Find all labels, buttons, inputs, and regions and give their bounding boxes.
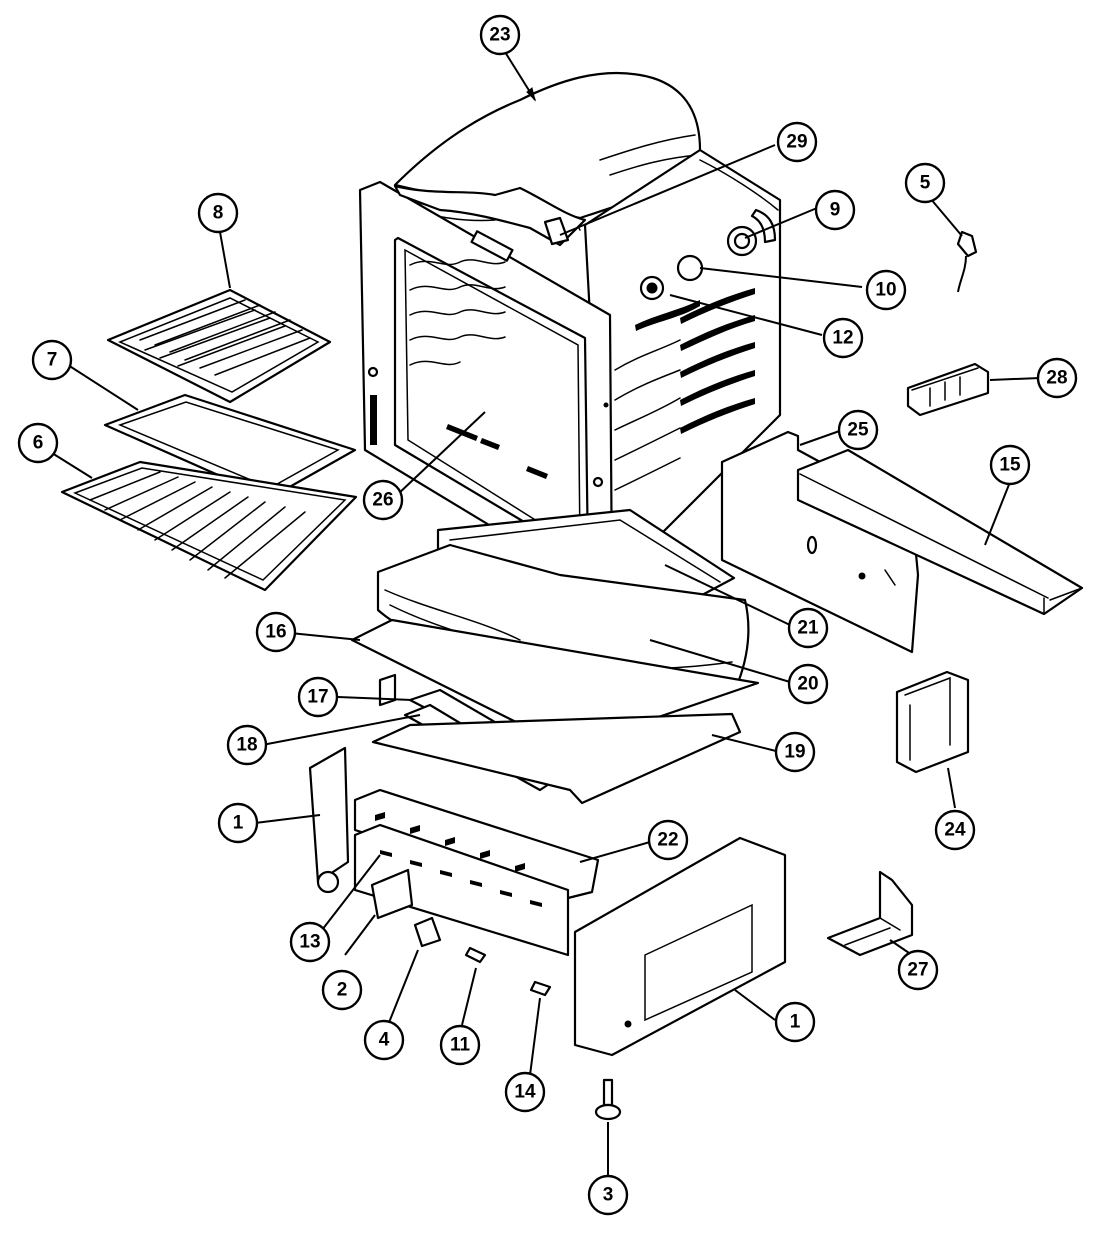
- svg-text:12: 12: [832, 328, 853, 349]
- svg-text:13: 13: [299, 932, 320, 953]
- part-3-leveling-leg: [594, 1078, 622, 1121]
- svg-text:8: 8: [213, 203, 224, 224]
- part-5-power-cord: [956, 230, 978, 293]
- svg-text:19: 19: [784, 742, 805, 763]
- svg-text:1: 1: [233, 813, 244, 834]
- svg-text:22: 22: [657, 830, 678, 851]
- callout-14: 14: [504, 1071, 546, 1113]
- svg-text:17: 17: [307, 687, 328, 708]
- callout-24: 24: [934, 809, 976, 851]
- callout-15: 15: [989, 444, 1031, 486]
- svg-text:18: 18: [236, 735, 257, 756]
- part-8-broiler-grid: [106, 288, 332, 404]
- callout-25: 25: [837, 409, 879, 451]
- svg-text:27: 27: [907, 960, 928, 981]
- svg-text:9: 9: [830, 200, 841, 221]
- svg-text:10: 10: [875, 280, 896, 301]
- svg-text:23: 23: [489, 25, 510, 46]
- parts-1-22-13-2-base: [308, 746, 600, 957]
- parts-16-20-21-bottom: [350, 508, 760, 805]
- callout-29: 29: [776, 121, 818, 163]
- callout-22: 22: [647, 819, 689, 861]
- svg-text:1: 1: [790, 1012, 801, 1033]
- part-1-right-side-panel: [573, 836, 787, 1057]
- part-27-bracket: [826, 870, 914, 957]
- callout-19: 19: [774, 731, 816, 773]
- callout-1-left: 1: [217, 802, 259, 844]
- callout-26: 26: [362, 479, 404, 521]
- callout-28: 28: [1036, 357, 1078, 399]
- part-28-bracket: [906, 362, 990, 417]
- svg-text:21: 21: [797, 618, 819, 639]
- svg-text:14: 14: [514, 1082, 536, 1103]
- callouts: 23 29 9 5 10 12 8 28 7 25 6 15 26 21 16 …: [17, 14, 1078, 1216]
- part-24-junction-box: [895, 670, 970, 774]
- callout-2: 2: [321, 969, 363, 1011]
- callout-13: 13: [289, 921, 331, 963]
- callout-3: 3: [587, 1174, 629, 1216]
- svg-text:25: 25: [847, 420, 869, 441]
- leader-lines: [51, 51, 1041, 1175]
- callout-9: 9: [814, 189, 856, 231]
- callout-1-right: 1: [774, 1001, 816, 1043]
- svg-text:16: 16: [265, 622, 286, 643]
- callout-27: 27: [897, 949, 939, 991]
- part-15-trim-channel: [796, 448, 1084, 616]
- callout-5: 5: [904, 162, 946, 204]
- svg-text:7: 7: [47, 350, 58, 371]
- svg-text:15: 15: [999, 455, 1021, 476]
- svg-text:24: 24: [944, 820, 966, 841]
- callout-12: 12: [822, 317, 864, 359]
- callout-18: 18: [226, 724, 268, 766]
- callout-20: 20: [787, 663, 829, 705]
- svg-text:6: 6: [33, 433, 44, 454]
- svg-text:5: 5: [920, 173, 931, 194]
- callout-6: 6: [17, 422, 59, 464]
- callout-17: 17: [297, 676, 339, 718]
- svg-text:28: 28: [1046, 368, 1067, 389]
- svg-text:26: 26: [372, 490, 393, 511]
- svg-text:11: 11: [450, 1035, 471, 1056]
- callout-7: 7: [31, 339, 73, 381]
- svg-text:20: 20: [797, 674, 818, 695]
- callout-23: 23: [479, 14, 521, 56]
- callout-11: 11: [439, 1024, 481, 1066]
- svg-text:29: 29: [786, 132, 807, 153]
- callout-10: 10: [865, 269, 907, 311]
- callout-21: 21: [787, 607, 829, 649]
- callout-16: 16: [255, 611, 297, 653]
- callout-8: 8: [197, 192, 239, 234]
- callout-4: 4: [363, 1019, 405, 1061]
- parts-11-14-screws: [464, 946, 552, 997]
- svg-text:3: 3: [603, 1185, 614, 1206]
- svg-text:4: 4: [379, 1030, 390, 1051]
- svg-text:2: 2: [337, 980, 348, 1001]
- part-6-oven-rack: [60, 460, 358, 592]
